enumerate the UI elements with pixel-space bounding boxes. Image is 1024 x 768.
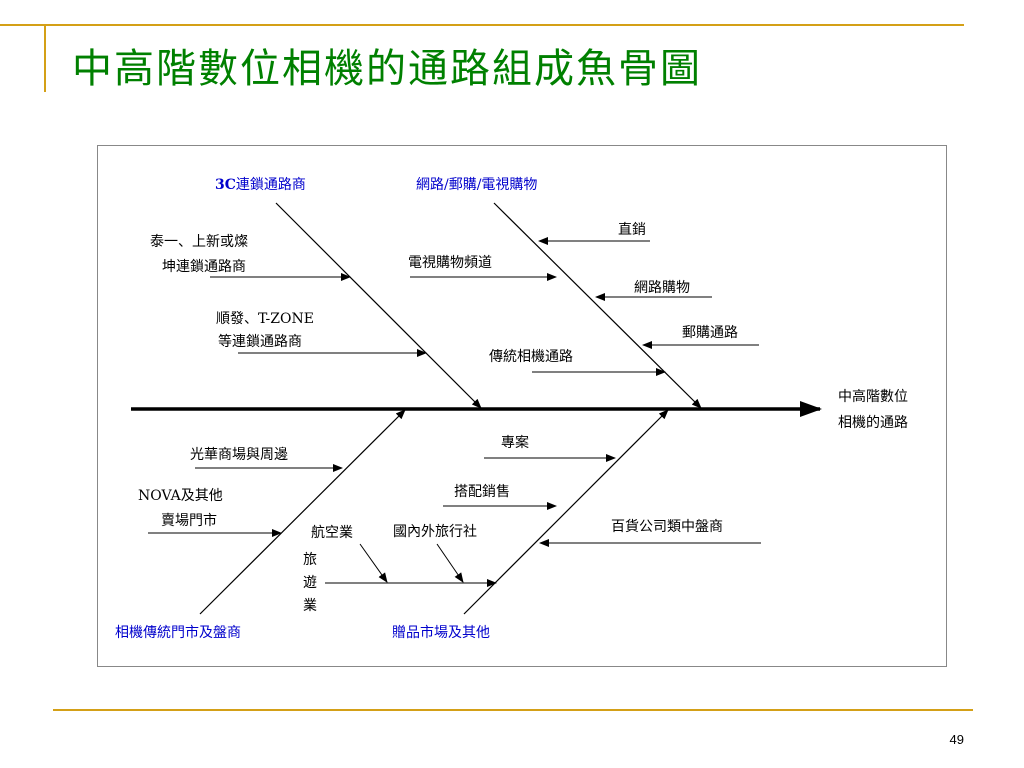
cause-traditional-1: 光華商場與周邊 [190,447,288,463]
bone-gift [463,409,669,615]
cause-online-camera: 傳統相機通路 [489,349,573,365]
fishbone-diagram: 中高階數位 相機的通路 3C連鎖通路商 泰一、上新或燦 坤連鎖通路商 順發、T-… [97,145,947,667]
bone-chain [275,202,482,409]
head-line-1: 中高階數位 [838,388,908,405]
top-rule [0,24,964,26]
cause-traditional-2-line-2: 賣場門市 [161,512,217,529]
cause-online-tv: 電視購物頻道 [408,255,492,271]
cause-chain-2-line-1: 順發、T-ZONE [216,311,314,327]
travel-agency-arrow [436,543,464,583]
slide-title: 中高階數位相機的通路組成魚骨圖 [72,46,702,92]
travel-label-1: 旅 [303,552,317,568]
cause-chain-2-line-2: 等連鎖通路商 [218,333,302,350]
bottom-rule [53,709,973,711]
cause-gift-bundle: 搭配銷售 [454,484,510,500]
bone-gift-label: 贈品市場及其他 [392,624,490,641]
cause-online-direct: 直銷 [618,221,646,238]
travel-label-3: 業 [303,598,317,614]
cause-online-mail: 郵購通路 [682,325,738,341]
cause-online-web: 網路購物 [634,280,690,296]
travel-airline: 航空業 [311,525,353,541]
bone-online-label: 網路/郵購/電視購物 [416,177,537,193]
cause-gift-project: 專案 [501,434,529,451]
cause-chain-1-line-1: 泰一、上新或燦 [150,234,248,250]
travel-airline-arrow [359,543,388,583]
bone-online [493,202,702,409]
bone-traditional [199,409,406,615]
cause-chain-1-line-2: 坤連鎖通路商 [162,259,246,275]
bone-chain-label: 3C連鎖通路商 [215,177,306,193]
chain-label-bold: 3C [215,177,236,193]
chain-label-rest: 連鎖通路商 [236,177,306,193]
travel-agency: 國內外旅行社 [393,524,477,540]
fishbone-svg: 中高階數位 相機的通路 3C連鎖通路商 泰一、上新或燦 坤連鎖通路商 順發、T-… [115,177,908,641]
cause-gift-dept: 百貨公司類中盤商 [611,518,723,535]
bone-traditional-label: 相機傳統門市及盤商 [115,624,241,641]
page-number: 49 [949,732,964,747]
travel-label-2: 遊 [303,575,317,591]
head-line-2: 相機的通路 [838,415,908,431]
left-rule [44,24,46,92]
cause-traditional-2-line-1: NOVA及其他 [138,488,223,504]
